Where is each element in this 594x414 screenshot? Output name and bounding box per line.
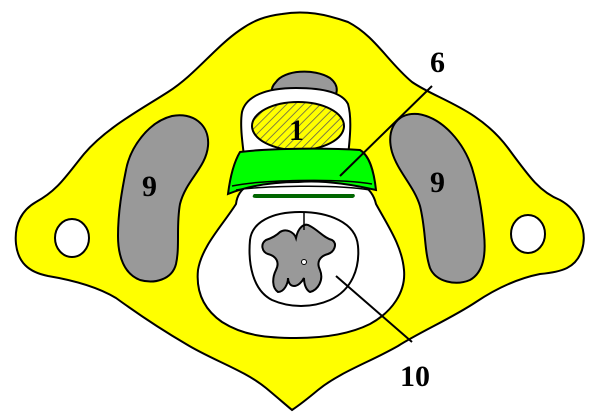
central-canal xyxy=(302,260,307,265)
label-center-region: 1 xyxy=(289,114,304,147)
label-right-region: 9 xyxy=(430,166,445,199)
right-foramen xyxy=(511,215,545,253)
left-foramen xyxy=(55,219,89,257)
label-pointer-top: 6 xyxy=(430,46,445,79)
dark-green-band xyxy=(253,194,355,198)
label-pointer-bottom: 10 xyxy=(400,360,430,393)
label-left-region: 9 xyxy=(142,170,157,203)
